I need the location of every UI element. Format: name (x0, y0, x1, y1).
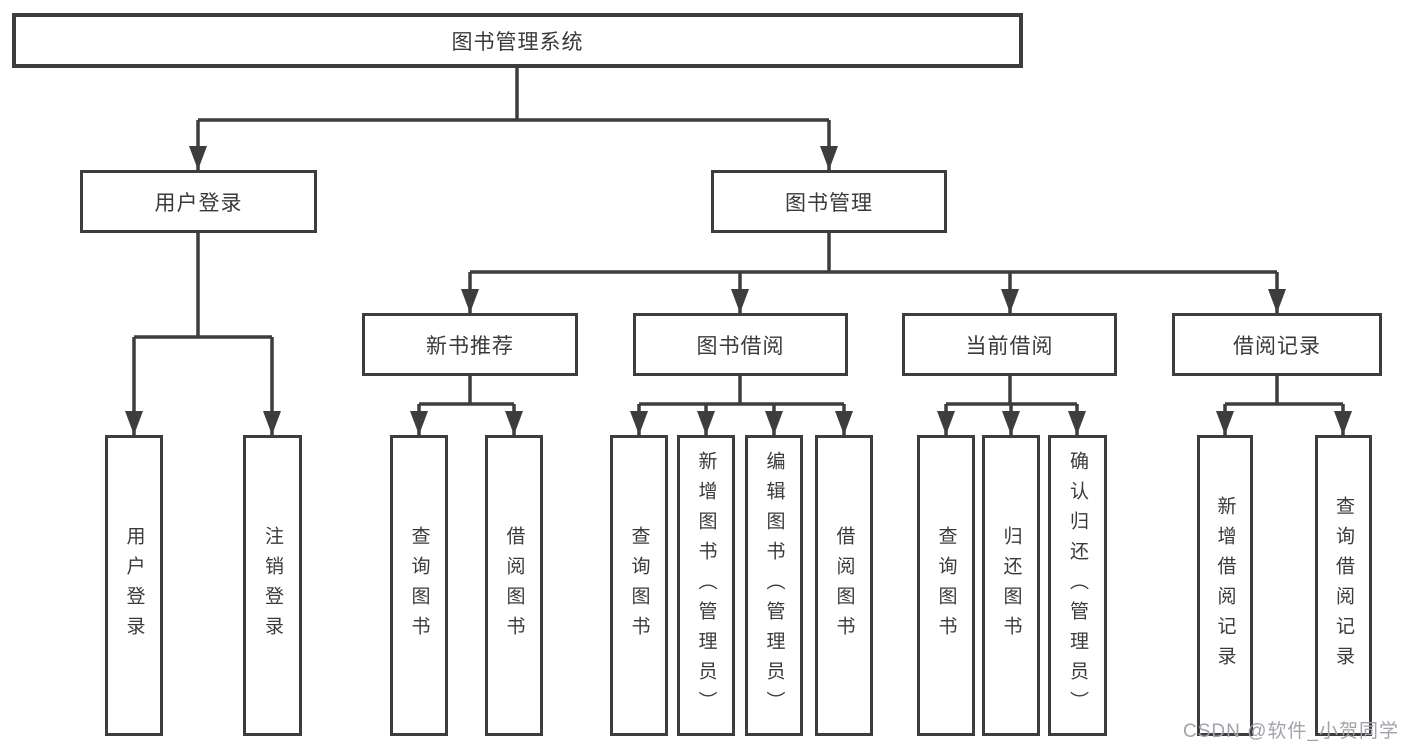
leaf-query-books-borrowing-label: 查询图书 (628, 525, 650, 646)
connector-borrowing-records-trunk (1225, 376, 1343, 406)
leaf-borrow-books-recommend: 借阅图书 (485, 435, 543, 736)
connector-book-borrowing-trunk (639, 376, 844, 406)
node-borrowing-records: 借阅记录 (1172, 313, 1382, 376)
node-library-system-label: 图书管理系统 (451, 30, 584, 54)
node-new-book-recommend: 新书推荐 (362, 313, 578, 376)
connector-user-login-trunk (134, 233, 272, 339)
leaf-logout-label: 注销登录 (262, 525, 283, 646)
leaf-borrow-books-borrowing: 借阅图书 (815, 435, 873, 736)
leaf-add-book-admin: 新增图书（管理员） (677, 435, 735, 736)
leaf-query-books-borrowing: 查询图书 (610, 435, 668, 736)
leaf-add-book-admin-label: 新增图书（管理员） (695, 450, 717, 721)
leaf-query-books-recommend: 查询图书 (390, 435, 448, 736)
leaf-edit-book-admin: 编辑图书（管理员） (745, 435, 803, 736)
node-current-borrowing: 当前借阅 (902, 313, 1117, 376)
leaf-edit-book-admin-label: 编辑图书（管理员） (763, 450, 785, 721)
leaf-return-books-label: 归还图书 (1000, 525, 1022, 646)
node-library-system: 图书管理系统 (12, 13, 1023, 68)
leaf-logout: 注销登录 (243, 435, 302, 736)
leaf-add-borrow-record-label: 新增借阅记录 (1214, 495, 1236, 676)
leaf-query-books-current-label: 查询图书 (935, 525, 957, 646)
connector-book-management-trunk (470, 233, 1277, 274)
leaf-user-login: 用户登录 (105, 435, 163, 736)
node-current-borrowing-label: 当前借阅 (965, 334, 1054, 358)
leaf-confirm-return-admin-label: 确认归还（管理员） (1067, 450, 1088, 721)
connector-root-trunk (198, 68, 829, 122)
connector-new-book-trunk (419, 376, 514, 406)
node-book-management: 图书管理 (711, 170, 947, 233)
leaf-user-login-label: 用户登录 (123, 525, 145, 646)
node-book-management-label: 图书管理 (785, 191, 873, 215)
leaf-borrow-books-borrowing-label: 借阅图书 (833, 525, 855, 646)
node-user-login-label: 用户登录 (154, 191, 243, 215)
node-book-borrowing-label: 图书借阅 (696, 334, 785, 358)
node-borrowing-records-label: 借阅记录 (1233, 334, 1321, 358)
watermark: CSDN @软件_小贺同学 (1183, 721, 1399, 742)
leaf-confirm-return-admin: 确认归还（管理员） (1048, 435, 1107, 736)
leaf-return-books: 归还图书 (982, 435, 1040, 736)
node-new-book-recommend-label: 新书推荐 (426, 334, 514, 358)
leaf-query-borrow-record: 查询借阅记录 (1315, 435, 1372, 736)
leaf-query-books-recommend-label: 查询图书 (408, 525, 430, 646)
leaf-borrow-books-recommend-label: 借阅图书 (503, 525, 525, 646)
leaf-add-borrow-record: 新增借阅记录 (1197, 435, 1253, 736)
connector-current-borrowing-trunk (946, 376, 1077, 406)
leaf-query-borrow-record-label: 查询借阅记录 (1333, 495, 1354, 676)
node-user-login: 用户登录 (80, 170, 317, 233)
leaf-query-books-current: 查询图书 (917, 435, 975, 736)
node-book-borrowing: 图书借阅 (633, 313, 848, 376)
